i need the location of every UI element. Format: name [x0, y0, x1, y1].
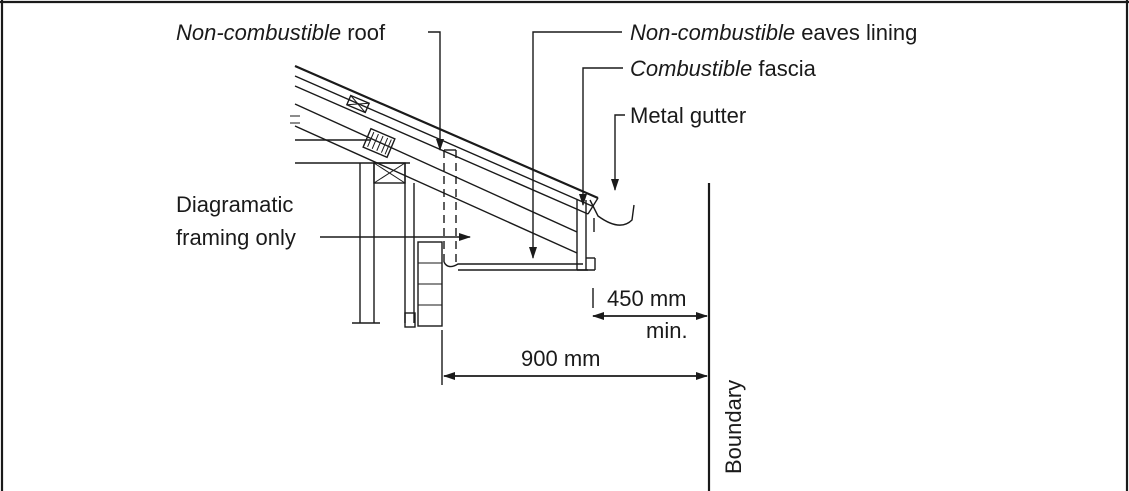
eaves-lining-label: Non-combustible eaves lining [630, 20, 917, 45]
gutter-label: Metal gutter [630, 103, 746, 128]
framing-label-line1: Diagramatic [176, 192, 293, 217]
framing-label-line2: framing only [176, 225, 296, 250]
leader-lines [320, 31, 625, 259]
roof-label: Non-combustible roof [176, 20, 386, 45]
dim-450-min-label: min. [646, 318, 688, 343]
dim-900-label: 900 mm [521, 346, 600, 371]
boundary-label: Boundary [721, 380, 746, 474]
dimension-450 [592, 288, 708, 320]
dim-450-label: 450 mm [607, 286, 686, 311]
fascia-label: Combustible fascia [630, 56, 817, 81]
dimension-900 [441, 330, 708, 385]
